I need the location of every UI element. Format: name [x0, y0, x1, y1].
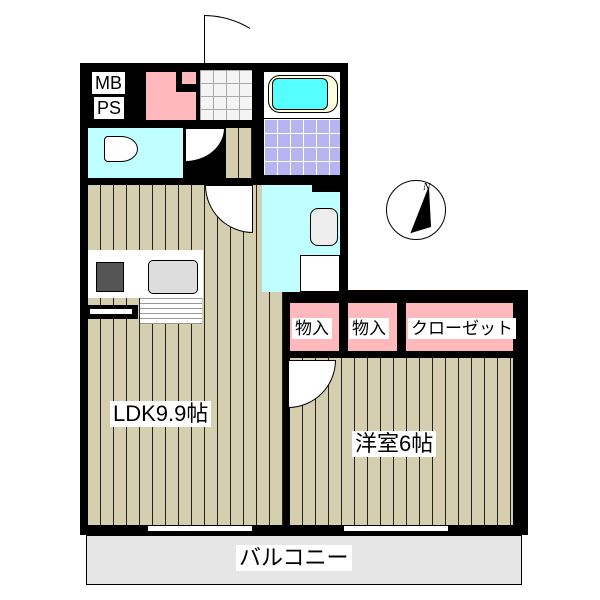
balcony-label: バルコニー — [236, 545, 352, 571]
storage-1-label: 物入 — [292, 318, 332, 339]
shoe-storage — [182, 72, 196, 84]
mb-label: MB — [92, 72, 125, 94]
stove-icon — [96, 262, 124, 292]
closet-label: クローゼット — [408, 318, 516, 339]
washing-machine-space — [300, 255, 340, 292]
vanity-sink-icon — [310, 208, 338, 246]
bathroom-floor — [264, 119, 340, 175]
window — [90, 309, 132, 314]
north-label: N — [423, 181, 431, 193]
ldk-label: LDK9.9帖 — [110, 401, 212, 427]
ps-label: PS — [94, 97, 125, 119]
western-room-label: 洋室6帖 — [352, 431, 437, 457]
entrance-floor — [200, 70, 252, 120]
compass: N — [386, 180, 446, 240]
toilet-icon — [104, 136, 138, 162]
sink-icon — [148, 260, 198, 294]
ldk-room — [88, 185, 283, 525]
room-window — [343, 525, 449, 532]
north-arrow-icon — [410, 186, 431, 234]
storage-2-label: 物入 — [349, 318, 389, 339]
ldk-window — [147, 525, 253, 532]
hallway — [226, 128, 252, 178]
kitchen-shelf — [140, 298, 202, 324]
wall — [312, 180, 342, 192]
bathtub-basin — [272, 78, 328, 110]
